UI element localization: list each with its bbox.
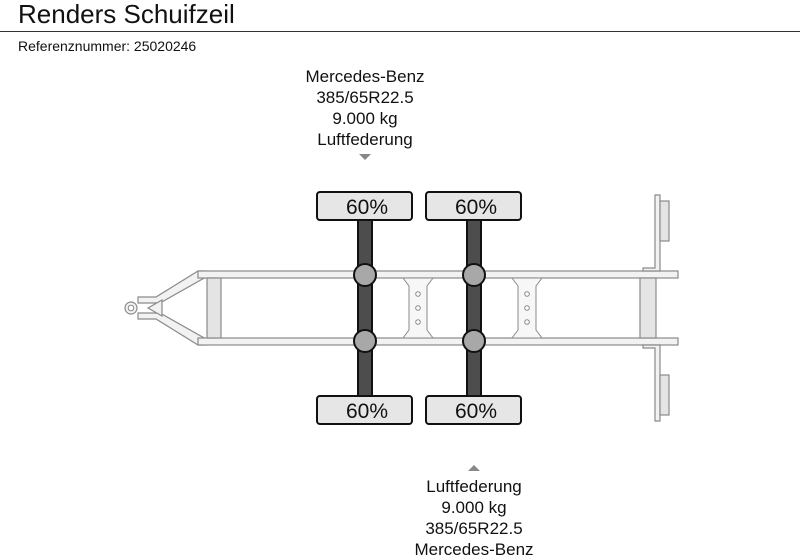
crossmember-2 bbox=[511, 277, 543, 339]
front-crossmember bbox=[206, 277, 222, 339]
tire-axle-2-bottom: 60% bbox=[425, 395, 522, 425]
triangle-up-icon bbox=[468, 465, 480, 471]
tire-axle-1-bottom: 60% bbox=[316, 395, 413, 425]
rear-bumper bbox=[642, 194, 661, 422]
tire-axle-2-top: 60% bbox=[425, 191, 522, 221]
drawbar bbox=[137, 270, 207, 346]
hub-icon bbox=[353, 263, 377, 287]
hub-icon bbox=[353, 329, 377, 353]
rear-crossmember bbox=[639, 277, 657, 339]
axle-2-capacity: 9.000 kg bbox=[441, 498, 507, 517]
hub-icon bbox=[462, 329, 486, 353]
axle-2-info-label: Luftfederung 9.000 kg 385/65R22.5 Merced… bbox=[374, 476, 574, 560]
hub-icon bbox=[462, 263, 486, 287]
axle-1 bbox=[353, 218, 377, 398]
page-title: Renders Schuifzeil bbox=[18, 0, 235, 29]
reference-number: Referenznummer: 25020246 bbox=[18, 38, 197, 54]
axle-1-capacity: 9.000 kg bbox=[332, 109, 398, 128]
tire-tread-percent: 60% bbox=[455, 400, 497, 423]
axle-1-suspension: Luftfederung bbox=[317, 130, 413, 149]
frame-rail-top bbox=[197, 270, 679, 279]
crossmember-1 bbox=[402, 277, 434, 339]
header-divider bbox=[0, 31, 800, 32]
frame-rail-bottom bbox=[197, 337, 679, 346]
axle-2-brand: Mercedes-Benz bbox=[414, 540, 534, 559]
triangle-down-icon bbox=[359, 154, 371, 160]
tire-tread-percent: 60% bbox=[346, 400, 388, 423]
tire-tread-percent: 60% bbox=[455, 196, 497, 219]
axle-1-tire-size: 385/65R22.5 bbox=[316, 88, 414, 107]
axle-1-brand: Mercedes-Benz bbox=[305, 67, 425, 86]
axle-2-tire-size: 385/65R22.5 bbox=[425, 519, 523, 538]
tire-tread-percent: 60% bbox=[346, 196, 388, 219]
tire-axle-1-top: 60% bbox=[316, 191, 413, 221]
rear-light-top bbox=[659, 200, 670, 242]
rear-light-bottom bbox=[659, 374, 670, 416]
axle-2-suspension: Luftfederung bbox=[426, 477, 522, 496]
axle-1-info-label: Mercedes-Benz 385/65R22.5 9.000 kg Luftf… bbox=[265, 66, 465, 150]
axle-2 bbox=[462, 218, 486, 398]
